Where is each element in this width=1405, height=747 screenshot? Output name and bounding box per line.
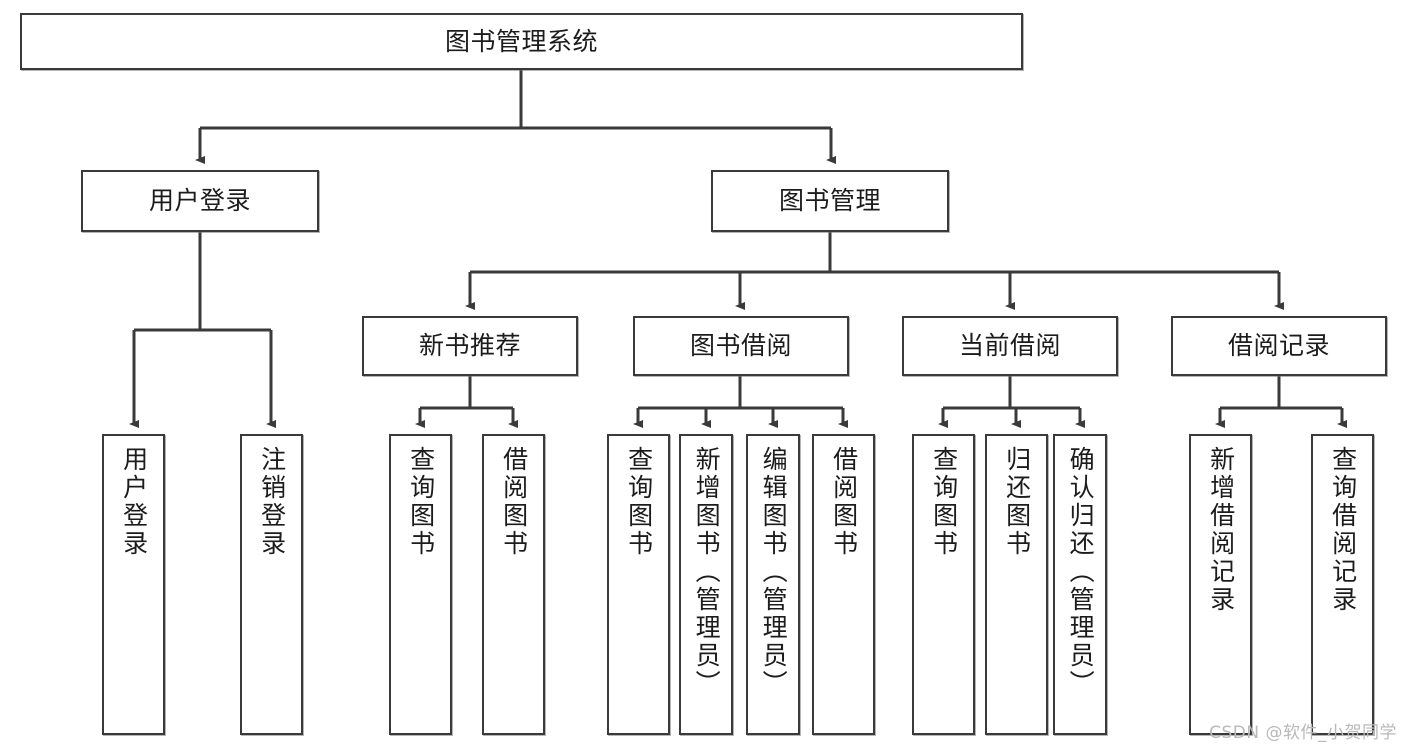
node-leaf-borrow-book-1-label: 借阅图书 <box>499 446 529 558</box>
node-leaf-add-record-label: 新增借阅记录 <box>1206 446 1236 614</box>
node-leaf-confirm-return[interactable]: 确认归还（管理员） <box>1053 434 1107 735</box>
node-new-book-recommend-label: 新书推荐 <box>418 331 521 361</box>
node-leaf-logout-login-label: 注销登录 <box>257 446 287 558</box>
node-leaf-query-book-2-label: 查询图书 <box>624 446 654 558</box>
node-leaf-borrow-book-2-label: 借阅图书 <box>829 446 859 558</box>
node-book-borrow-label: 图书借阅 <box>689 331 792 361</box>
node-user-login[interactable]: 用户登录 <box>81 170 319 232</box>
node-leaf-user-login-label: 用户登录 <box>119 446 149 558</box>
node-leaf-edit-book-label: 编辑图书（管理员） <box>759 446 789 698</box>
node-current-borrow-label: 当前借阅 <box>958 331 1061 361</box>
node-current-borrow[interactable]: 当前借阅 <box>902 316 1118 376</box>
node-borrow-record-label: 借阅记录 <box>1227 331 1330 361</box>
node-leaf-logout-login[interactable]: 注销登录 <box>240 434 303 735</box>
node-leaf-confirm-return-label: 确认归还（管理员） <box>1066 446 1096 698</box>
node-leaf-add-book-label: 新增图书（管理员） <box>692 446 722 698</box>
node-book-manage-label: 图书管理 <box>778 186 881 216</box>
node-book-manage[interactable]: 图书管理 <box>711 170 949 232</box>
node-leaf-return-book[interactable]: 归还图书 <box>985 434 1048 735</box>
watermark-text: CSDN @软件_小贺同学 <box>1209 723 1397 743</box>
node-leaf-borrow-book-2[interactable]: 借阅图书 <box>812 434 875 735</box>
node-root-label: 图书管理系统 <box>444 26 598 56</box>
node-borrow-record[interactable]: 借阅记录 <box>1171 316 1387 376</box>
node-leaf-return-book-label: 归还图书 <box>1002 446 1032 558</box>
node-leaf-query-book-3-label: 查询图书 <box>929 446 959 558</box>
node-leaf-query-book-3[interactable]: 查询图书 <box>912 434 975 735</box>
node-new-book-recommend[interactable]: 新书推荐 <box>362 316 578 376</box>
node-leaf-query-record[interactable]: 查询借阅记录 <box>1311 434 1374 735</box>
node-leaf-borrow-book-1[interactable]: 借阅图书 <box>482 434 545 735</box>
node-leaf-query-record-label: 查询借阅记录 <box>1328 446 1358 614</box>
node-user-login-label: 用户登录 <box>148 186 251 216</box>
node-leaf-query-book-1-label: 查询图书 <box>406 446 436 558</box>
node-leaf-query-book-1[interactable]: 查询图书 <box>389 434 452 735</box>
node-leaf-add-book[interactable]: 新增图书（管理员） <box>679 434 733 735</box>
node-leaf-add-record[interactable]: 新增借阅记录 <box>1189 434 1252 735</box>
node-root[interactable]: 图书管理系统 <box>20 13 1023 70</box>
node-leaf-edit-book[interactable]: 编辑图书（管理员） <box>746 434 800 735</box>
node-leaf-user-login[interactable]: 用户登录 <box>102 434 165 735</box>
node-book-borrow[interactable]: 图书借阅 <box>633 316 849 376</box>
node-leaf-query-book-2[interactable]: 查询图书 <box>607 434 670 735</box>
